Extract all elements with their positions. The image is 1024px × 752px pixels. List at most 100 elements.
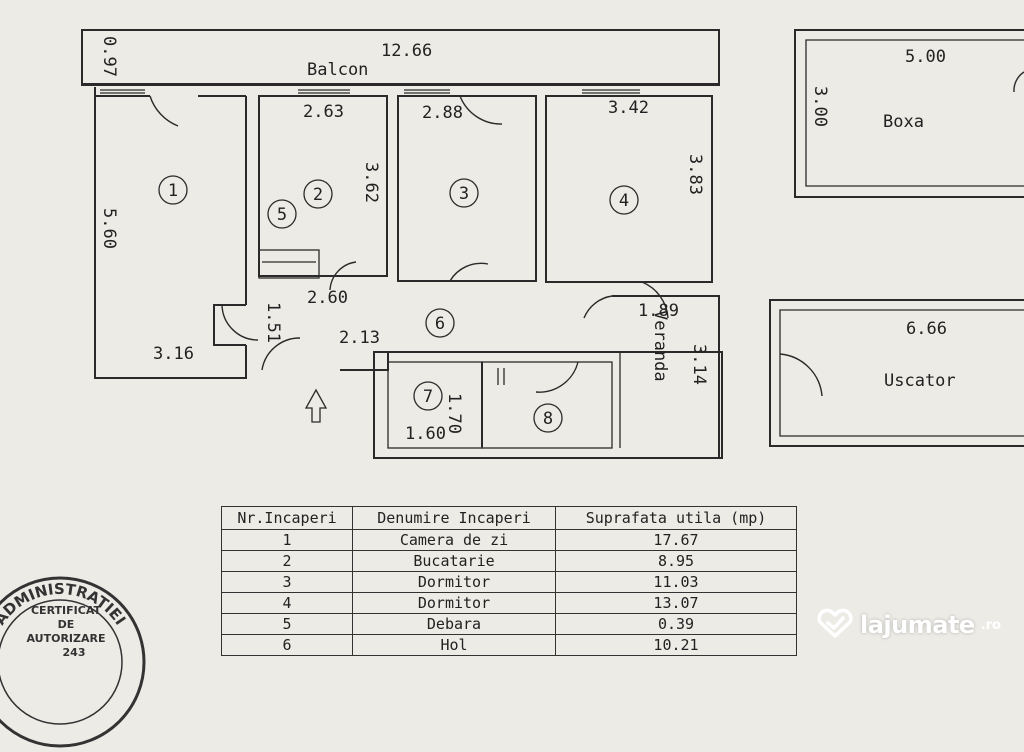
room-8-number: 8 [543, 409, 553, 429]
heart-check-icon [816, 608, 854, 642]
row-nr: 5 [221, 613, 353, 635]
room-4-marker [609, 185, 639, 215]
dim-hall-c: 2.13 [339, 328, 380, 348]
header-nr: Nr.Incaperi [221, 506, 353, 530]
table-row: 1 Camera de zi 17.67 [221, 529, 797, 551]
dim-room2-length: 3.62 [361, 162, 381, 203]
stamp-number: 243 [63, 646, 86, 659]
row-area: 0.39 [555, 613, 797, 635]
header-area: Suprafata utila (mp) [555, 506, 797, 530]
dim-balcony-length: 12.66 [381, 41, 432, 61]
rooms-7-8-outline [373, 351, 723, 459]
authorization-stamp: ADMINISTRATIEI CERTIFICAT DE AUTORIZARE … [0, 576, 146, 748]
dim-hall-b: 1.51 [263, 302, 283, 343]
uscator-label: Uscator [884, 371, 956, 391]
floor-plan: 1 2 3 4 5 6 7 8 Balcon Boxa Uscator Vera… [81, 29, 1024, 459]
room-6-number: 6 [435, 314, 445, 334]
dim-room7-length: 1.70 [444, 393, 464, 434]
boxa-door [1013, 71, 1024, 93]
room-1-walls [94, 87, 247, 379]
dim-room4-width: 3.42 [608, 98, 649, 118]
room-3-door [449, 262, 489, 282]
uscator-inner-walls [779, 309, 1024, 437]
table-row: 3 Dormitor 11.03 [221, 571, 797, 593]
dim-boxa-width: 3.00 [810, 86, 830, 127]
row-area: 13.07 [555, 592, 797, 614]
room-8-walls [481, 361, 613, 449]
dim-veranda-width: 1.89 [638, 301, 679, 321]
stamp-line-1: CERTIFICAT [31, 604, 101, 617]
room-1-marker [158, 175, 188, 205]
row-area: 8.95 [555, 550, 797, 572]
row-name: Camera de zi [352, 529, 556, 551]
room-8-door [535, 361, 579, 393]
room-areas-table: Nr.Incaperi Denumire Incaperi Suprafata … [221, 506, 797, 656]
row-name: Dormitor [352, 571, 556, 593]
table-row: 4 Dormitor 13.07 [221, 592, 797, 614]
room-3-balcony-door [459, 95, 503, 125]
row-nr: 4 [221, 592, 353, 614]
hall-door-debara [329, 261, 357, 291]
room-1-door [149, 95, 179, 127]
uscator-walls [769, 299, 1024, 447]
row-name: Dormitor [352, 592, 556, 614]
veranda-label: Veranda [650, 310, 670, 382]
room-5-marker [267, 199, 297, 229]
row-area: 11.03 [555, 571, 797, 593]
boxa-inner-walls [805, 39, 1024, 187]
room-2-walls [258, 95, 388, 277]
dim-uscator-length: 6.66 [906, 319, 947, 339]
room-3-marker [449, 178, 479, 208]
row-nr: 1 [221, 529, 353, 551]
header-name: Denumire Incaperi [352, 506, 556, 530]
entrance-door [261, 337, 301, 371]
room-7-marker [413, 381, 443, 411]
hall-walls [213, 304, 246, 346]
uscator-door [779, 353, 823, 397]
table-row: 5 Debara 0.39 [221, 613, 797, 635]
brand-name: lajumate [860, 611, 975, 639]
room-6-marker [425, 308, 455, 338]
dim-balcony-depth: 0.97 [99, 36, 119, 77]
hall-door-left [221, 304, 259, 341]
dim-boxa-length: 5.00 [905, 47, 946, 67]
room-3-number: 3 [459, 184, 469, 204]
table-header-row: Nr.Incaperi Denumire Incaperi Suprafata … [221, 506, 797, 530]
room-2-number: 2 [313, 185, 323, 205]
dim-room4-length: 3.83 [685, 154, 705, 195]
veranda-walls [612, 295, 720, 458]
row-nr: 2 [221, 550, 353, 572]
room-4-walls [545, 95, 713, 283]
room-8-marker [533, 403, 563, 433]
dim-room1-length: 5.60 [99, 208, 119, 249]
row-name: Debara [352, 613, 556, 635]
row-nr: 3 [221, 571, 353, 593]
row-name: Bucatarie [352, 550, 556, 572]
dim-room1-width: 3.16 [153, 344, 194, 364]
room-2-marker [303, 179, 333, 209]
table-row: 6 Hol 10.21 [221, 634, 797, 656]
room-7-number: 7 [423, 387, 433, 407]
stamp-line-3: AUTORIZARE [27, 632, 106, 645]
table-row: 2 Bucatarie 8.95 [221, 550, 797, 572]
row-name: Hol [352, 634, 556, 656]
dim-hall-a: 2.60 [307, 288, 348, 308]
row-area: 17.67 [555, 529, 797, 551]
veranda-door [583, 295, 613, 319]
dim-room3-width: 2.88 [422, 103, 463, 123]
room-1-number: 1 [168, 181, 178, 201]
boxa-walls [794, 29, 1024, 198]
room-5-number: 5 [277, 205, 287, 225]
dim-veranda-length: 3.14 [689, 344, 709, 385]
row-area: 10.21 [555, 634, 797, 656]
watermark-logo: lajumate .ro [816, 608, 1001, 642]
room-5-walls [258, 249, 320, 279]
room-3-walls [397, 95, 537, 282]
balcony-label: Balcon [307, 60, 368, 80]
dim-room7-width: 1.60 [405, 424, 446, 444]
brand-tld: .ro [980, 617, 1001, 633]
entrance-arrow-icon [304, 388, 328, 423]
dim-room2-width: 2.63 [303, 102, 344, 122]
hall-bottom-wall [340, 351, 620, 371]
room-4-number: 4 [619, 191, 629, 211]
